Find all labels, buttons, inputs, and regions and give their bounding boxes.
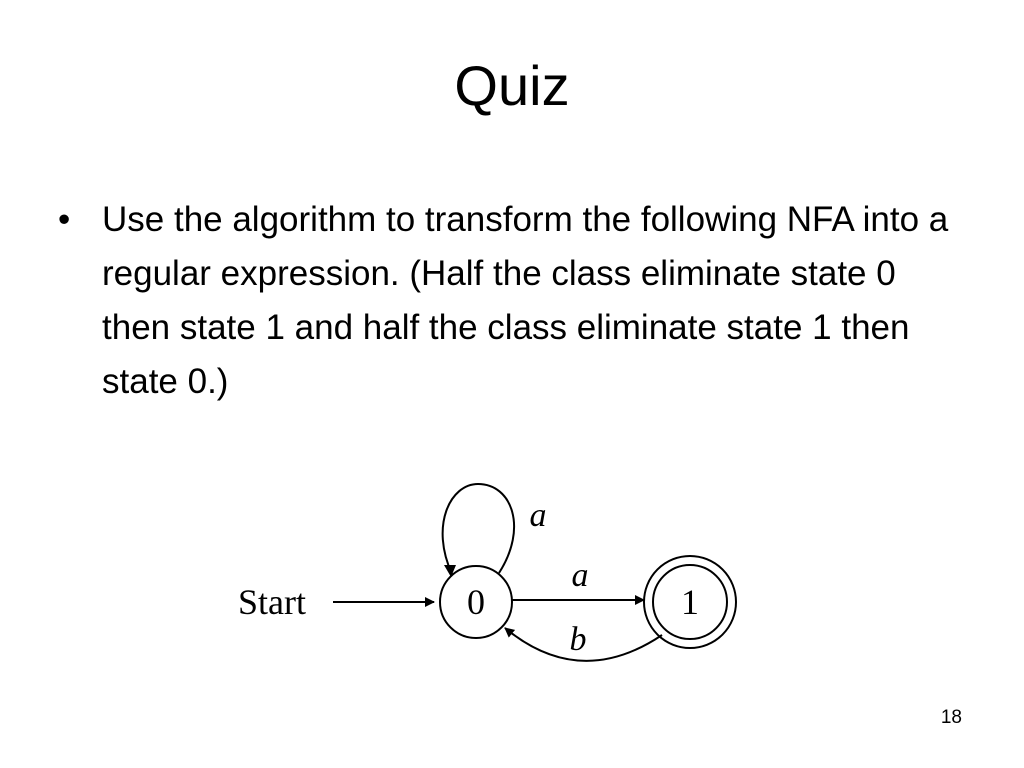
self-loop-arrowhead	[444, 565, 456, 577]
start-label: Start	[238, 582, 306, 622]
bullet-text: Use the algorithm to transform the follo…	[102, 200, 949, 401]
state-1-inner-circle	[652, 564, 728, 640]
transition-1-to-0	[504, 627, 663, 662]
slide-number: 18	[940, 707, 962, 728]
self-loop-0	[441, 482, 515, 575]
state-0-circle	[439, 565, 513, 639]
slide-title: Quiz	[454, 54, 570, 117]
transition-1-to-0-symbol: b	[570, 621, 587, 658]
bullet-item: • Use the algorithm to transform the fol…	[58, 193, 958, 409]
state-1-label: 1	[681, 582, 699, 622]
state-0-label: 0	[467, 582, 485, 622]
bullet-dot-icon: •	[58, 200, 71, 239]
self-loop-symbol: a	[530, 497, 547, 534]
bullet-list: • Use the algorithm to transform the fol…	[58, 193, 958, 409]
transition-0-to-1-symbol: a	[572, 557, 589, 594]
nfa-diagram: Start 0 a a 1 b	[238, 482, 737, 662]
